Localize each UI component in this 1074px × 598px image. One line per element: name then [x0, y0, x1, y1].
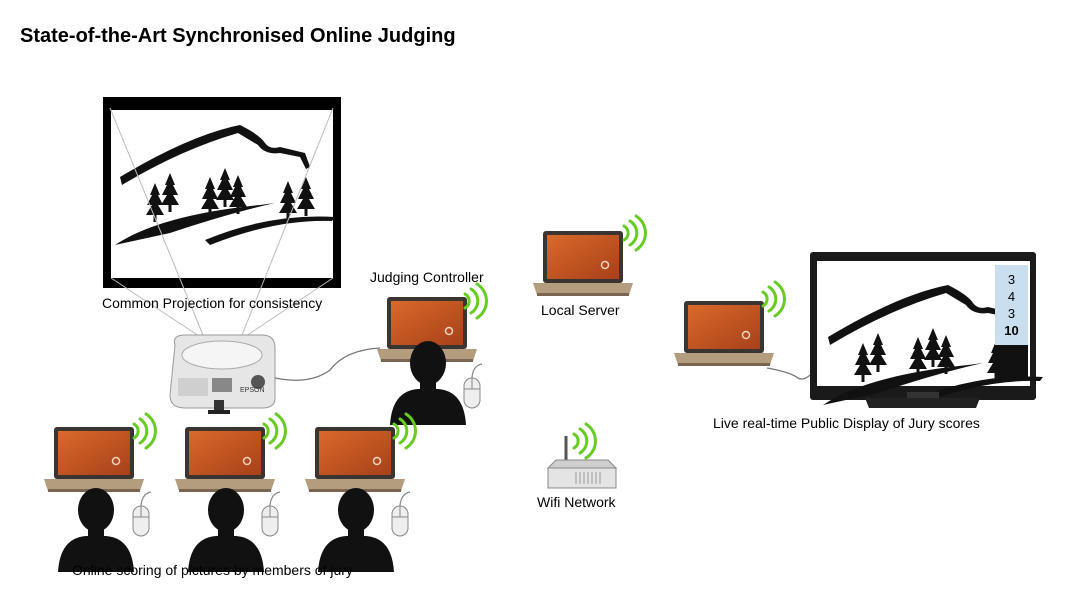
- score-total: 10: [1004, 323, 1019, 338]
- display-laptop-icon: [673, 280, 786, 367]
- score-panel: 3 4 3 10: [995, 265, 1028, 345]
- server-label: Local Server: [541, 302, 620, 318]
- jury-member-1: [43, 412, 157, 572]
- jury-member-3: [304, 412, 417, 572]
- controller-label: Judging Controller: [370, 269, 484, 285]
- projection-label: Common Projection for consistency: [102, 295, 323, 311]
- cables: [274, 347, 816, 381]
- projection-screen: [103, 97, 341, 341]
- display-label: Live real-time Public Display of Jury sc…: [713, 415, 980, 431]
- score-2: 4: [1007, 289, 1016, 304]
- page-title: State-of-the-Art Synchronised Online Jud…: [20, 25, 456, 47]
- server-laptop-icon: [532, 214, 647, 297]
- jury-member-2: [174, 412, 287, 572]
- score-3: 3: [1007, 306, 1016, 321]
- jury-label: Online scoring of pictures by members of…: [72, 562, 353, 578]
- projector-icon: EPSON: [169, 334, 276, 414]
- wifi-label: Wifi Network: [537, 494, 616, 510]
- controller-laptop-icon: [376, 282, 488, 425]
- score-1: 3: [1007, 272, 1016, 287]
- wifi-router-icon: [546, 422, 618, 489]
- projector-brand: EPSON: [240, 387, 265, 394]
